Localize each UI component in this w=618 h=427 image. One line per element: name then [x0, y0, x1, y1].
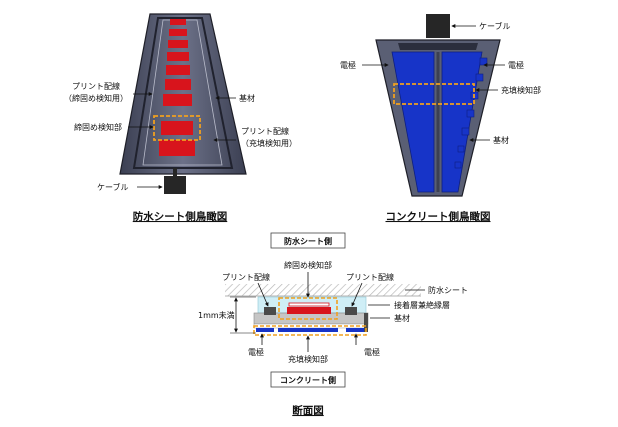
- top-wiring-bar: [398, 43, 478, 50]
- caption-section: 断面図: [292, 404, 324, 417]
- sensor-pad: [169, 29, 187, 36]
- tighten-sensor-body: [287, 307, 331, 314]
- label-base: 基材: [394, 313, 410, 323]
- label-waterproof-sheet: 防水シート: [428, 285, 468, 295]
- electrode-left: [256, 328, 274, 332]
- label-print-tighten-l2: （締固め検知用）: [64, 93, 128, 103]
- sensor-pad: [163, 94, 192, 106]
- sensor-pad: [166, 65, 190, 75]
- sensor-pad: [165, 79, 191, 90]
- leader-print-right: [351, 282, 363, 307]
- sensor-pad: [159, 140, 195, 156]
- print-wiring-left: [264, 307, 276, 315]
- label-electrode-right: 電極: [508, 60, 524, 70]
- label-electrode-right: 電極: [364, 347, 380, 357]
- label-electrode-left: 電極: [340, 60, 356, 70]
- tighten-sensor-highlight: [278, 297, 338, 320]
- label-cable: ケーブル: [97, 182, 129, 192]
- fill-sensor-highlight: [393, 83, 475, 105]
- sensor-pad: [170, 19, 186, 25]
- bottom-side-label: コンクリート側: [280, 375, 336, 385]
- via-right: [364, 313, 368, 332]
- waterproof-side-view: プリント配線 （締固め検知用） 締固め検知部 基材 プリント配線 （充填検知用）…: [64, 13, 297, 223]
- label-thickness: 1mm未満: [198, 310, 235, 320]
- cable-block: [426, 14, 450, 38]
- label-cable: ケーブル: [479, 21, 511, 31]
- bottom-side-box: [270, 371, 346, 388]
- leader-print-left: [257, 282, 269, 307]
- cable-block: [164, 176, 186, 194]
- inner-frame: [132, 17, 234, 169]
- sensor-pad: [168, 40, 188, 48]
- fill-sensor-highlight: [253, 325, 367, 336]
- electrode-left: [391, 51, 435, 193]
- label-print-fill-l2: （充填検知用）: [241, 138, 297, 148]
- label-adhesive-layer: 接着層兼絶縁層: [394, 300, 450, 310]
- label-print-right: プリント配線: [346, 272, 394, 282]
- label-tighten-sensor: 締固め検知部: [284, 260, 332, 270]
- label-print-left: プリント配線: [222, 272, 270, 282]
- caption-concrete-view: コンクリート側鳥瞰図: [386, 210, 491, 223]
- print-wiring-right: [345, 307, 357, 315]
- label-print-fill-l1: プリント配線: [241, 126, 289, 136]
- concrete-side-view: ケーブル 電極 電極 充填検知部 基材 コンクリート側鳥瞰図: [340, 14, 541, 223]
- sensor-pad: [161, 121, 193, 135]
- label-tighten-sensor: 締固め検知部: [74, 122, 122, 132]
- caption-waterproof-view: 防水シート側鳥瞰図: [133, 210, 228, 223]
- tighten-sensor-pads: [159, 19, 195, 156]
- label-base: 基材: [239, 93, 255, 103]
- electrode-center: [278, 328, 338, 332]
- tighten-sensor-stripe: [288, 302, 330, 307]
- electrode-right: [346, 328, 364, 332]
- label-fill-sensor: 充填検知部: [501, 85, 541, 95]
- top-side-box: [270, 232, 346, 249]
- electrode-right: [441, 51, 483, 193]
- tighten-sensor-highlight: [153, 115, 201, 141]
- label-base: 基材: [493, 135, 509, 145]
- label-electrode-left: 電極: [248, 347, 264, 357]
- label-print-tighten-l1: プリント配線: [72, 81, 120, 91]
- top-side-label: 防水シート側: [284, 236, 332, 246]
- label-fill-sensor: 充填検知部: [288, 354, 328, 364]
- waterproof-sheet-hatch: [225, 284, 421, 296]
- sensor-pad: [167, 52, 189, 61]
- cross-section: 防水シート側: [198, 232, 468, 417]
